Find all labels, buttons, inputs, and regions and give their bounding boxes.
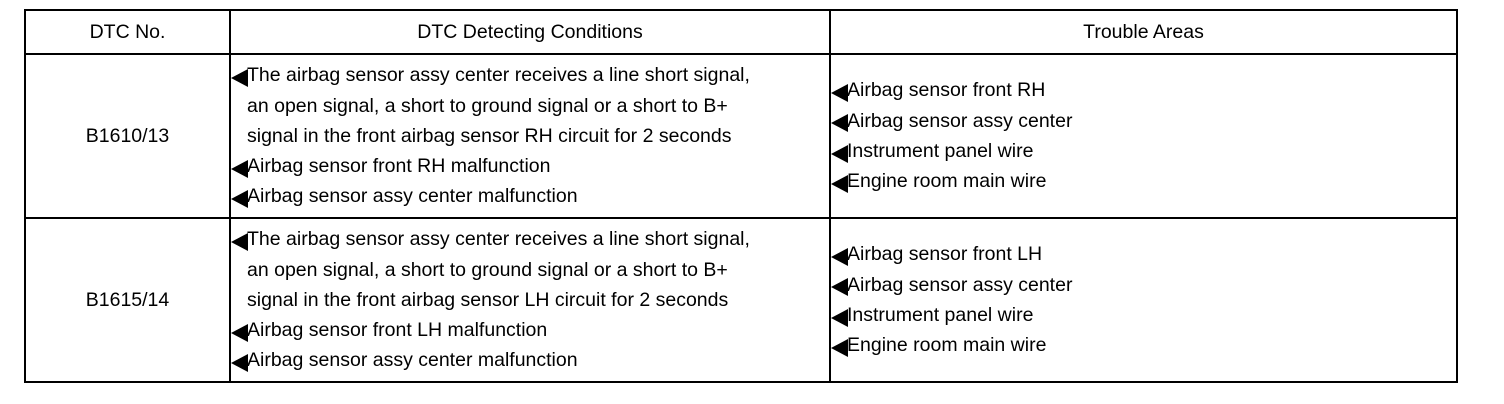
bullet-triangle-icon [231,232,248,251]
area-item: Engine room main wire [831,166,1456,196]
header-row: DTC No. DTC Detecting Conditions Trouble… [24,9,1458,55]
area-item: Airbag sensor front RH [831,75,1456,105]
area-text: Airbag sensor assy center [847,109,1073,132]
dtc-code: B1610/13 [24,53,231,219]
condition-item: Airbag sensor assy center malfunction [231,345,829,375]
header-dtc-no: DTC No. [24,9,231,55]
table-row: B1615/14 The airbag sensor assy center r… [24,217,1458,383]
bullet-triangle-icon [831,114,848,133]
area-text: Engine room main wire [847,170,1047,193]
bullet-triangle-icon [831,174,848,193]
dtc-table: DTC No. DTC Detecting Conditions Trouble… [24,9,1458,383]
bullet-triangle-icon [831,247,848,266]
conditions-list: The airbag sensor assy center receives a… [231,60,829,211]
condition-item: The airbag sensor assy center receives a… [231,224,829,315]
bullet-triangle-icon [831,308,848,327]
area-text: Instrument panel wire [847,140,1034,162]
bullet-triangle-icon [831,83,848,102]
bullet-triangle-icon [231,68,248,87]
bullet-triangle-icon [231,353,248,372]
area-text: Airbag sensor front LH [847,243,1043,266]
area-item: Airbag sensor assy center [831,106,1456,136]
area-text: Engine room main wire [847,334,1047,357]
area-item: Engine room main wire [831,330,1456,360]
condition-text: The airbag sensor assy center receives a… [247,64,750,87]
header-trouble-areas: Trouble Areas [829,9,1458,55]
dtc-code: B1615/14 [24,217,231,383]
bullet-triangle-icon [831,144,848,163]
detecting-conditions-cell: The airbag sensor assy center receives a… [229,217,831,383]
trouble-areas-cell: Airbag sensor front RH Airbag sensor ass… [829,53,1458,219]
condition-item: Airbag sensor assy center malfunction [231,181,829,211]
area-text: Airbag sensor front RH [847,79,1046,102]
area-item: Instrument panel wire [831,136,1456,166]
bullet-triangle-icon [231,323,248,342]
bullet-triangle-icon [231,189,248,208]
condition-item: The airbag sensor assy center receives a… [231,60,829,151]
condition-item: Airbag sensor front RH malfunction [231,151,829,181]
bullet-triangle-icon [231,159,248,178]
bullet-triangle-icon [831,338,848,357]
area-item: Airbag sensor assy center [831,270,1456,300]
conditions-list: The airbag sensor assy center receives a… [231,224,829,375]
bullet-triangle-icon [831,278,848,297]
table-row: B1610/13 The airbag sensor assy center r… [24,53,1458,219]
condition-text: an open signal, a short to ground signal… [247,258,728,281]
area-text: Instrument panel wire [847,304,1034,326]
detecting-conditions-cell: The airbag sensor assy center receives a… [229,53,831,219]
condition-text: The airbag sensor assy center receives a… [247,228,750,251]
condition-text: Airbag sensor assy center malfunction [247,185,578,208]
area-item: Airbag sensor front LH [831,239,1456,269]
condition-text: Airbag sensor front LH malfunction [247,319,548,342]
condition-item: Airbag sensor front LH malfunction [231,315,829,345]
areas-list: Airbag sensor front LH Airbag sensor ass… [831,239,1456,360]
area-item: Instrument panel wire [831,300,1456,330]
condition-text: signal in the front airbag sensor LH cir… [247,288,729,311]
areas-list: Airbag sensor front RH Airbag sensor ass… [831,75,1456,196]
condition-text: an open signal, a short to ground signal… [247,94,728,117]
area-text: Airbag sensor assy center [847,273,1073,296]
condition-text: Airbag sensor assy center malfunction [247,349,578,372]
condition-text: signal in the front airbag sensor RH cir… [247,124,732,147]
condition-text: Airbag sensor front RH malfunction [247,155,551,178]
header-detecting-conditions: DTC Detecting Conditions [229,9,831,55]
trouble-areas-cell: Airbag sensor front LH Airbag sensor ass… [829,217,1458,383]
